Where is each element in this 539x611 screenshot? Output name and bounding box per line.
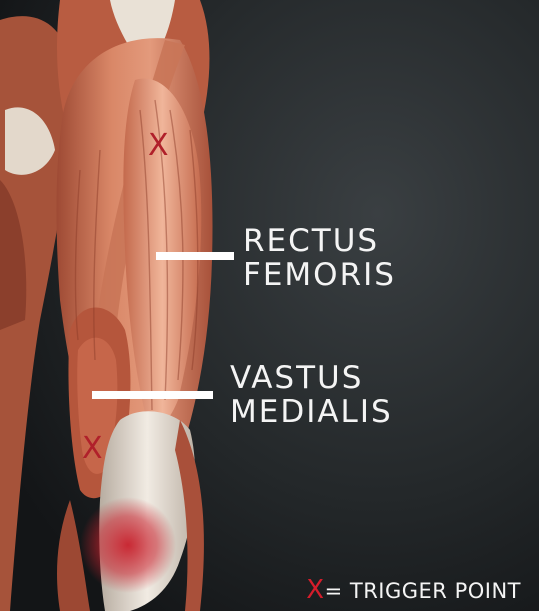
vastus-medialis-label-line-1: VASTUS	[230, 361, 393, 395]
rectus-femoris-label: RECTUS FEMORIS	[243, 224, 396, 292]
vastus-medialis-pointer-line	[92, 391, 213, 399]
trigger-point-marker-vastus: X	[82, 434, 103, 464]
vastus-medialis-label-line-2: MEDIALIS	[230, 395, 393, 429]
rectus-femoris-pointer-line	[156, 252, 234, 260]
rectus-femoris-label-line-1: RECTUS	[243, 224, 396, 258]
legend-x-symbol: X	[306, 575, 324, 605]
trigger-point-marker-rectus: X	[148, 131, 169, 161]
trigger-point-legend: X= TRIGGER POINT	[306, 575, 521, 605]
rectus-femoris-label-line-2: FEMORIS	[243, 258, 396, 292]
legend-text: = TRIGGER POINT	[325, 579, 521, 603]
vastus-medialis-label: VASTUS MEDIALIS	[230, 361, 393, 429]
